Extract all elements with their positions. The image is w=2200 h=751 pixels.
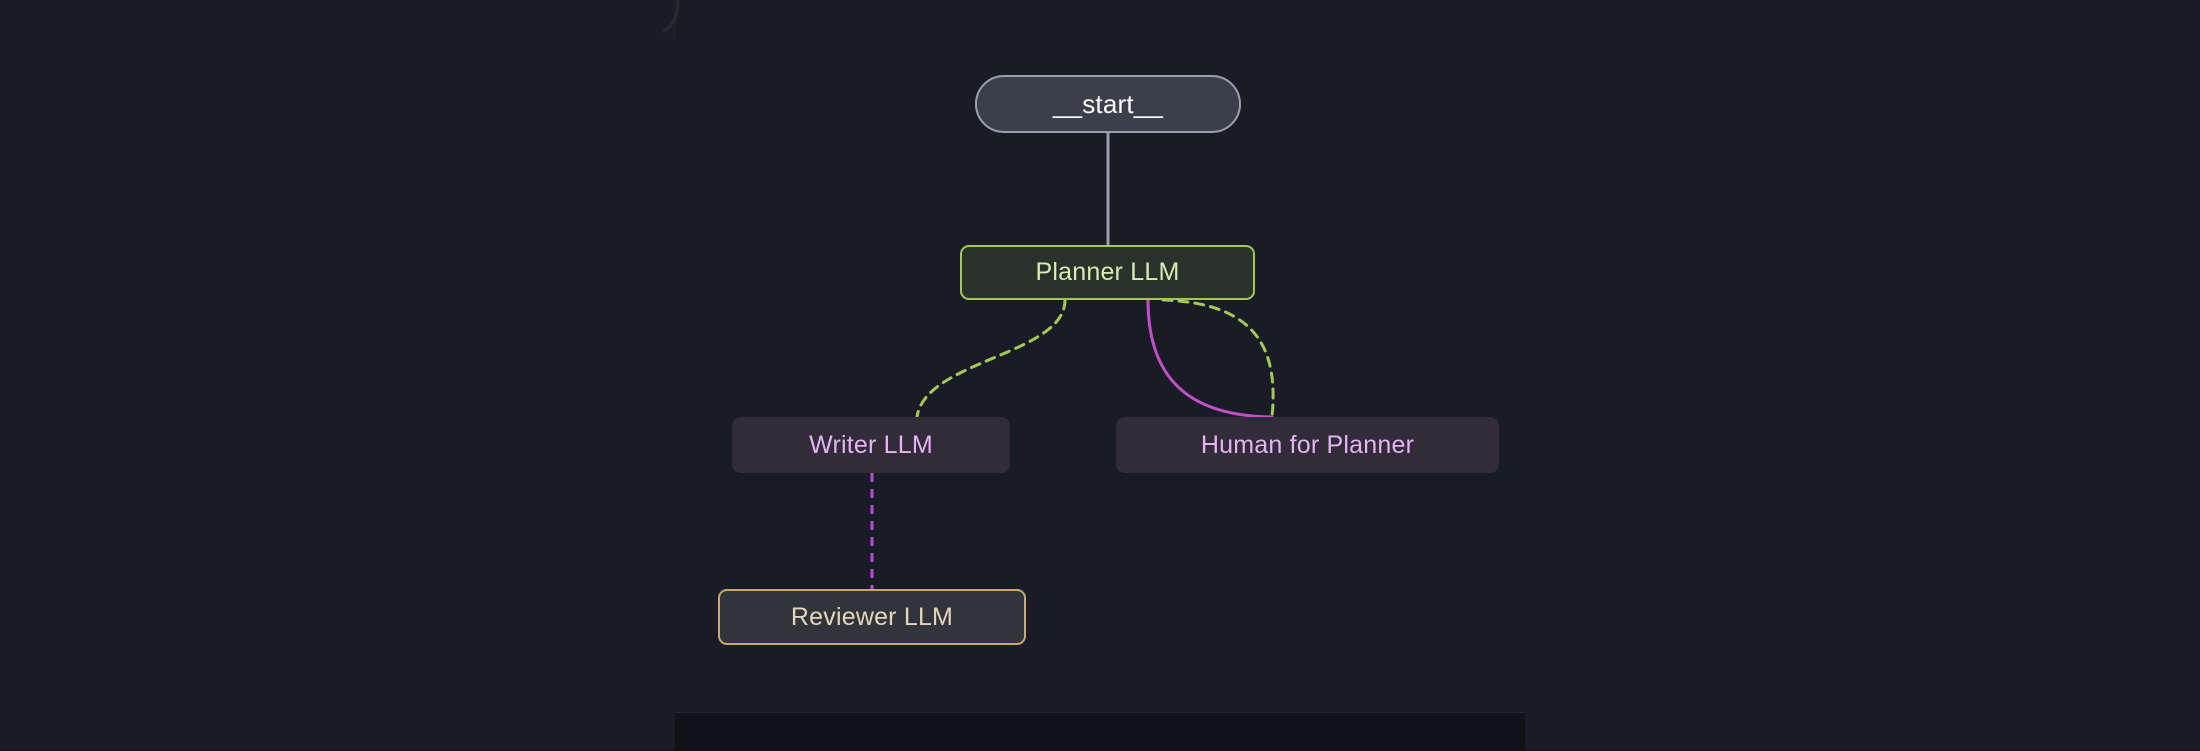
graph-node-writer-llm[interactable]: Writer LLM	[732, 417, 1010, 473]
bottom-panel	[675, 712, 1525, 751]
canvas-left-gutter	[0, 0, 675, 750]
graph-node-human-for-planner-label: Human for Planner	[1200, 430, 1415, 459]
edge-planner-to-human	[1161, 298, 1275, 419]
canvas-gutter-divider	[674, 0, 675, 40]
graph-node-reviewer-llm[interactable]: Reviewer LLM	[718, 589, 1026, 645]
graph-node-reviewer-llm-label: Reviewer LLM	[790, 602, 954, 631]
graph-node-planner-llm[interactable]: Planner LLM	[960, 245, 1255, 300]
graph-node-planner-llm-label: Planner LLM	[1035, 258, 1180, 286]
graph-node-start-label: __start__	[1052, 89, 1164, 119]
edge-planner-to-writer	[915, 298, 1067, 419]
graph-node-writer-llm-label: Writer LLM	[809, 430, 933, 459]
graph-node-human-for-planner[interactable]: Human for Planner	[1116, 417, 1499, 473]
edge-planner-to-human-solid	[1146, 298, 1274, 419]
graph-node-start[interactable]: __start__	[975, 75, 1241, 133]
